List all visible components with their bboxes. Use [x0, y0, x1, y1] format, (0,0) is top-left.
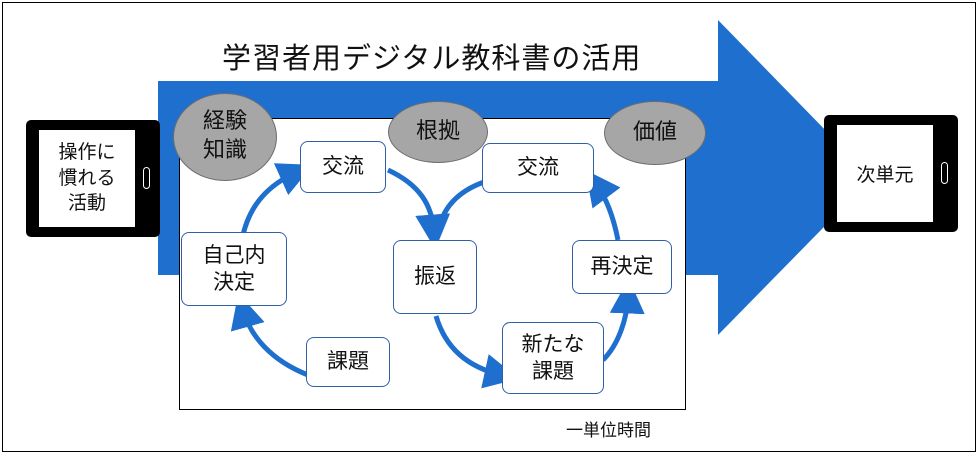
tablet-home-button — [143, 167, 150, 189]
right-tablet-screen: 次単元 — [837, 125, 933, 222]
left-tablet-screen: 操作に慣れる活動 — [39, 130, 135, 227]
right-tablet-icon: 次単元 — [824, 115, 958, 232]
left-tablet-icon: 操作に慣れる活動 — [26, 120, 160, 237]
node-aratana-kadai: 新たな課題 — [502, 322, 604, 394]
left-device-label: 操作に慣れる活動 — [58, 141, 116, 215]
arrow-kouryuu-to-shinpen — [386, 167, 451, 250]
node-kouryuu-right: 交流 — [482, 143, 594, 193]
unit-caption: 一単位時間 — [566, 421, 651, 441]
node-sai-kettei: 再決定 — [572, 240, 672, 294]
node-kouryuu-left: 交流 — [300, 141, 386, 193]
arrow-kadai-to-jiko — [230, 293, 309, 378]
node-shinpen: 振返 — [393, 240, 477, 314]
oval-evidence: 根拠 — [388, 101, 488, 163]
tablet-home-button — [941, 162, 948, 184]
right-device-label: 次単元 — [856, 164, 914, 186]
node-kadai: 課題 — [306, 337, 390, 387]
oval-experience-knowledge: 経験知識 — [173, 93, 277, 181]
arrow-aratana-to-sai — [601, 278, 645, 362]
arrow-kouryuu2-to-shinpen — [435, 179, 485, 233]
arrow-shinpen-to-aratana — [433, 315, 520, 389]
diagram-title: 学習者用デジタル教科書の活用 — [222, 41, 642, 75]
arrow-sai-to-kouryuu2 — [585, 169, 621, 241]
arrow-jiko-to-kouryuu — [240, 163, 313, 236]
oval-value: 価値 — [604, 101, 706, 165]
node-jiko-kettei: 自己内決定 — [181, 232, 287, 306]
